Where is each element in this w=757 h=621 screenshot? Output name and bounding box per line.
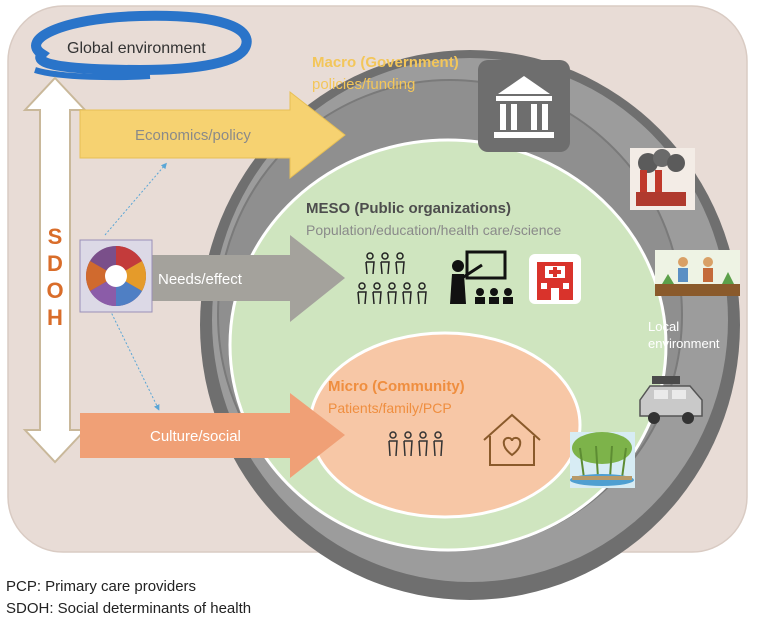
micro-subtitle: Patients/family/PCP bbox=[328, 400, 452, 416]
micro-title: Micro (Community) bbox=[328, 378, 465, 395]
economics-label: Economics/policy bbox=[135, 127, 251, 144]
hospital-icon bbox=[529, 254, 581, 304]
macro-title: Macro (Government) bbox=[312, 54, 459, 71]
population-icon bbox=[357, 252, 427, 305]
global-swirl-icon bbox=[31, 10, 252, 81]
global-environment-label: Global environment bbox=[67, 40, 206, 57]
micro-circle bbox=[308, 331, 582, 519]
culture-arrow bbox=[80, 393, 345, 478]
needs-label: Needs/effect bbox=[158, 271, 243, 288]
culture-label: Culture/social bbox=[150, 428, 241, 445]
local-environment-label-line1: Local bbox=[648, 319, 679, 334]
sdoh-arrow bbox=[22, 76, 88, 464]
farming-people-icon bbox=[655, 250, 740, 296]
lake-tree-icon bbox=[570, 432, 635, 488]
car-icon bbox=[639, 376, 703, 424]
connector-line bbox=[104, 162, 167, 236]
sdoh-wheel-icon bbox=[79, 239, 153, 313]
macro-subtitle: policies/funding bbox=[312, 76, 415, 93]
local-environment-label-line2: environment bbox=[648, 336, 720, 351]
sdoh-letter-o: O bbox=[46, 278, 63, 303]
meso-subtitle: Population/education/health care/science bbox=[306, 222, 562, 238]
meso-title: MESO (Public organizations) bbox=[306, 200, 511, 217]
footnote-sdoh: SDOH: Social determinants of health bbox=[6, 600, 251, 617]
teacher-icon bbox=[450, 250, 513, 304]
needs-arrow bbox=[140, 235, 345, 322]
sdoh-letter-h: H bbox=[47, 305, 63, 330]
family-icon bbox=[388, 431, 443, 457]
home-heart-icon bbox=[483, 413, 541, 466]
economics-arrow bbox=[79, 90, 346, 180]
government-building-icon bbox=[478, 60, 570, 152]
sdoh-letter-s: S bbox=[48, 224, 63, 249]
sdoh-letter-d: D bbox=[47, 251, 63, 276]
footnote-pcp: PCP: Primary care providers bbox=[6, 578, 196, 595]
factory-pollution-icon bbox=[630, 148, 695, 210]
